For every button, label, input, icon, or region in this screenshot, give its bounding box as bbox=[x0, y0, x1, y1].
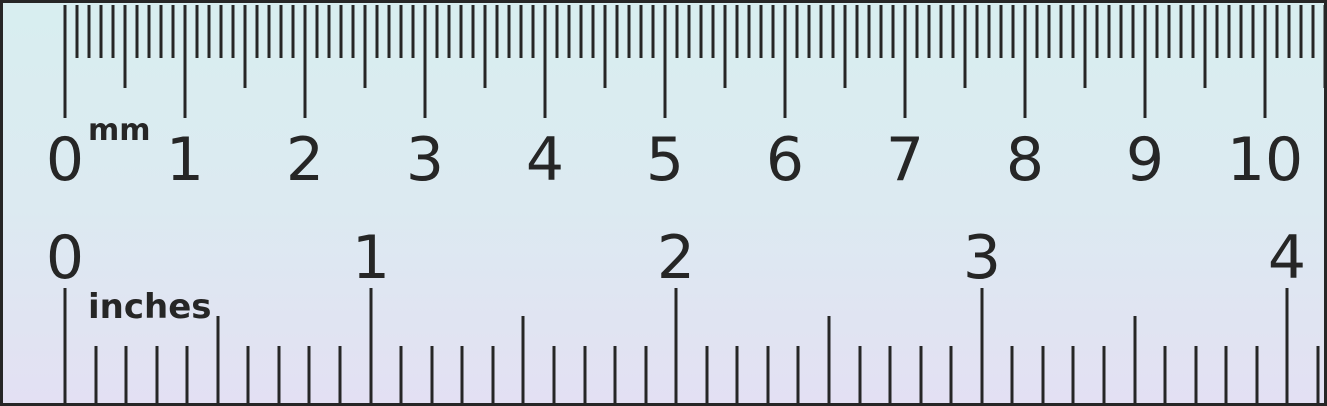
mm-label-1: 1 bbox=[166, 125, 204, 195]
mm-label-5: 5 bbox=[646, 125, 684, 195]
inch-label-2: 2 bbox=[657, 223, 695, 293]
inch-label-3: 3 bbox=[963, 223, 1001, 293]
metric-labels: 0 1 2 3 4 5 6 7 8 9 10 bbox=[46, 125, 1303, 195]
inch-label-0: 0 bbox=[46, 223, 84, 293]
mm-label-3: 3 bbox=[406, 125, 444, 195]
mm-label-4: 4 bbox=[526, 125, 564, 195]
imperial-labels: 0 1 2 3 4 bbox=[46, 223, 1306, 293]
inch-label-1: 1 bbox=[352, 223, 390, 293]
metric-unit-label: mm bbox=[88, 113, 151, 148]
mm-label-7: 7 bbox=[886, 125, 924, 195]
inch-label-4: 4 bbox=[1268, 223, 1306, 293]
imperial-ticks bbox=[63, 288, 1320, 403]
mm-label-8: 8 bbox=[1006, 125, 1044, 195]
mm-label-9: 9 bbox=[1126, 125, 1164, 195]
mm-label-10: 10 bbox=[1227, 125, 1303, 195]
mm-label-6: 6 bbox=[766, 125, 804, 195]
metric-ticks bbox=[63, 5, 1324, 118]
mm-label-2: 2 bbox=[286, 125, 324, 195]
mm-label-0: 0 bbox=[46, 125, 84, 195]
imperial-unit-label: inches bbox=[88, 287, 212, 327]
